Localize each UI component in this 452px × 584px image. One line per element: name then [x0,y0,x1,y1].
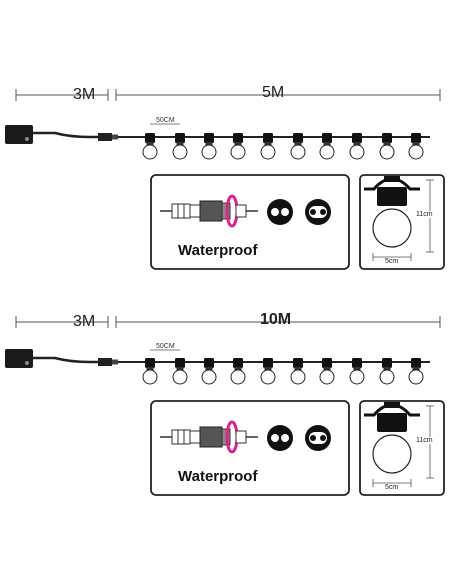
small-bulb-icon [290,358,306,385]
small-bulb-icon [230,358,246,385]
small-bulb-icon [319,358,335,385]
small-bulb-icon [260,133,276,160]
connector-icon [98,133,118,141]
small-bulb-icon [201,133,217,160]
lead-cable [33,356,100,364]
waterproof-label: Waterproof [178,242,258,259]
bulb-spacing-label: 50CM [156,343,175,350]
bulb-height-label: 11cm [416,437,433,444]
large-bulb-icon [364,176,420,248]
small-bulb-icon [379,358,395,385]
plug-pin-icon [305,199,331,225]
dimension-lead-arrow [15,316,109,328]
bulb-row [142,133,424,160]
controller-box-icon [5,349,33,368]
bulb-height-label: 11cm [416,211,433,218]
plug-socket-icon [267,199,293,225]
string-length-label: 10M [260,311,292,328]
small-bulb-icon [172,358,188,385]
dimension-string-arrow [115,89,441,101]
bulb-width-dimension [372,253,412,261]
small-bulb-icon [408,133,424,160]
bulb-width-label: 5cm [385,484,399,491]
small-bulb-icon [290,133,306,160]
small-bulb-icon [319,133,335,160]
lead-length-label: 3M [73,86,96,103]
string-length-label: 5M [262,84,285,101]
plug-socket-icon [267,425,293,451]
bulb-width-label: 5cm [385,258,399,265]
small-bulb-icon [201,358,217,385]
small-bulb-icon [142,133,158,160]
lead-cable [33,131,100,139]
dimension-lead-arrow [15,89,109,101]
controller-box-icon [5,125,33,144]
bulb-row [142,358,424,385]
bulb-width-dimension [372,479,412,487]
small-bulb-icon [230,133,246,160]
dimension-string-arrow [115,316,441,328]
waterproof-label: Waterproof [178,468,258,485]
connector-icon [98,358,118,366]
plug-pin-icon [305,425,331,451]
waterproof-panel [150,400,350,496]
large-bulb-icon [364,402,420,474]
small-bulb-icon [379,133,395,160]
waterproof-connector-icon [160,420,258,454]
small-bulb-icon [408,358,424,385]
waterproof-connector-icon [160,194,258,228]
small-bulb-icon [142,358,158,385]
lead-length-label: 3M [73,313,96,330]
small-bulb-icon [172,133,188,160]
small-bulb-icon [349,358,365,385]
waterproof-panel [150,174,350,270]
bulb-spacing-label: 50CM [156,117,175,124]
small-bulb-icon [349,133,365,160]
small-bulb-icon [260,358,276,385]
